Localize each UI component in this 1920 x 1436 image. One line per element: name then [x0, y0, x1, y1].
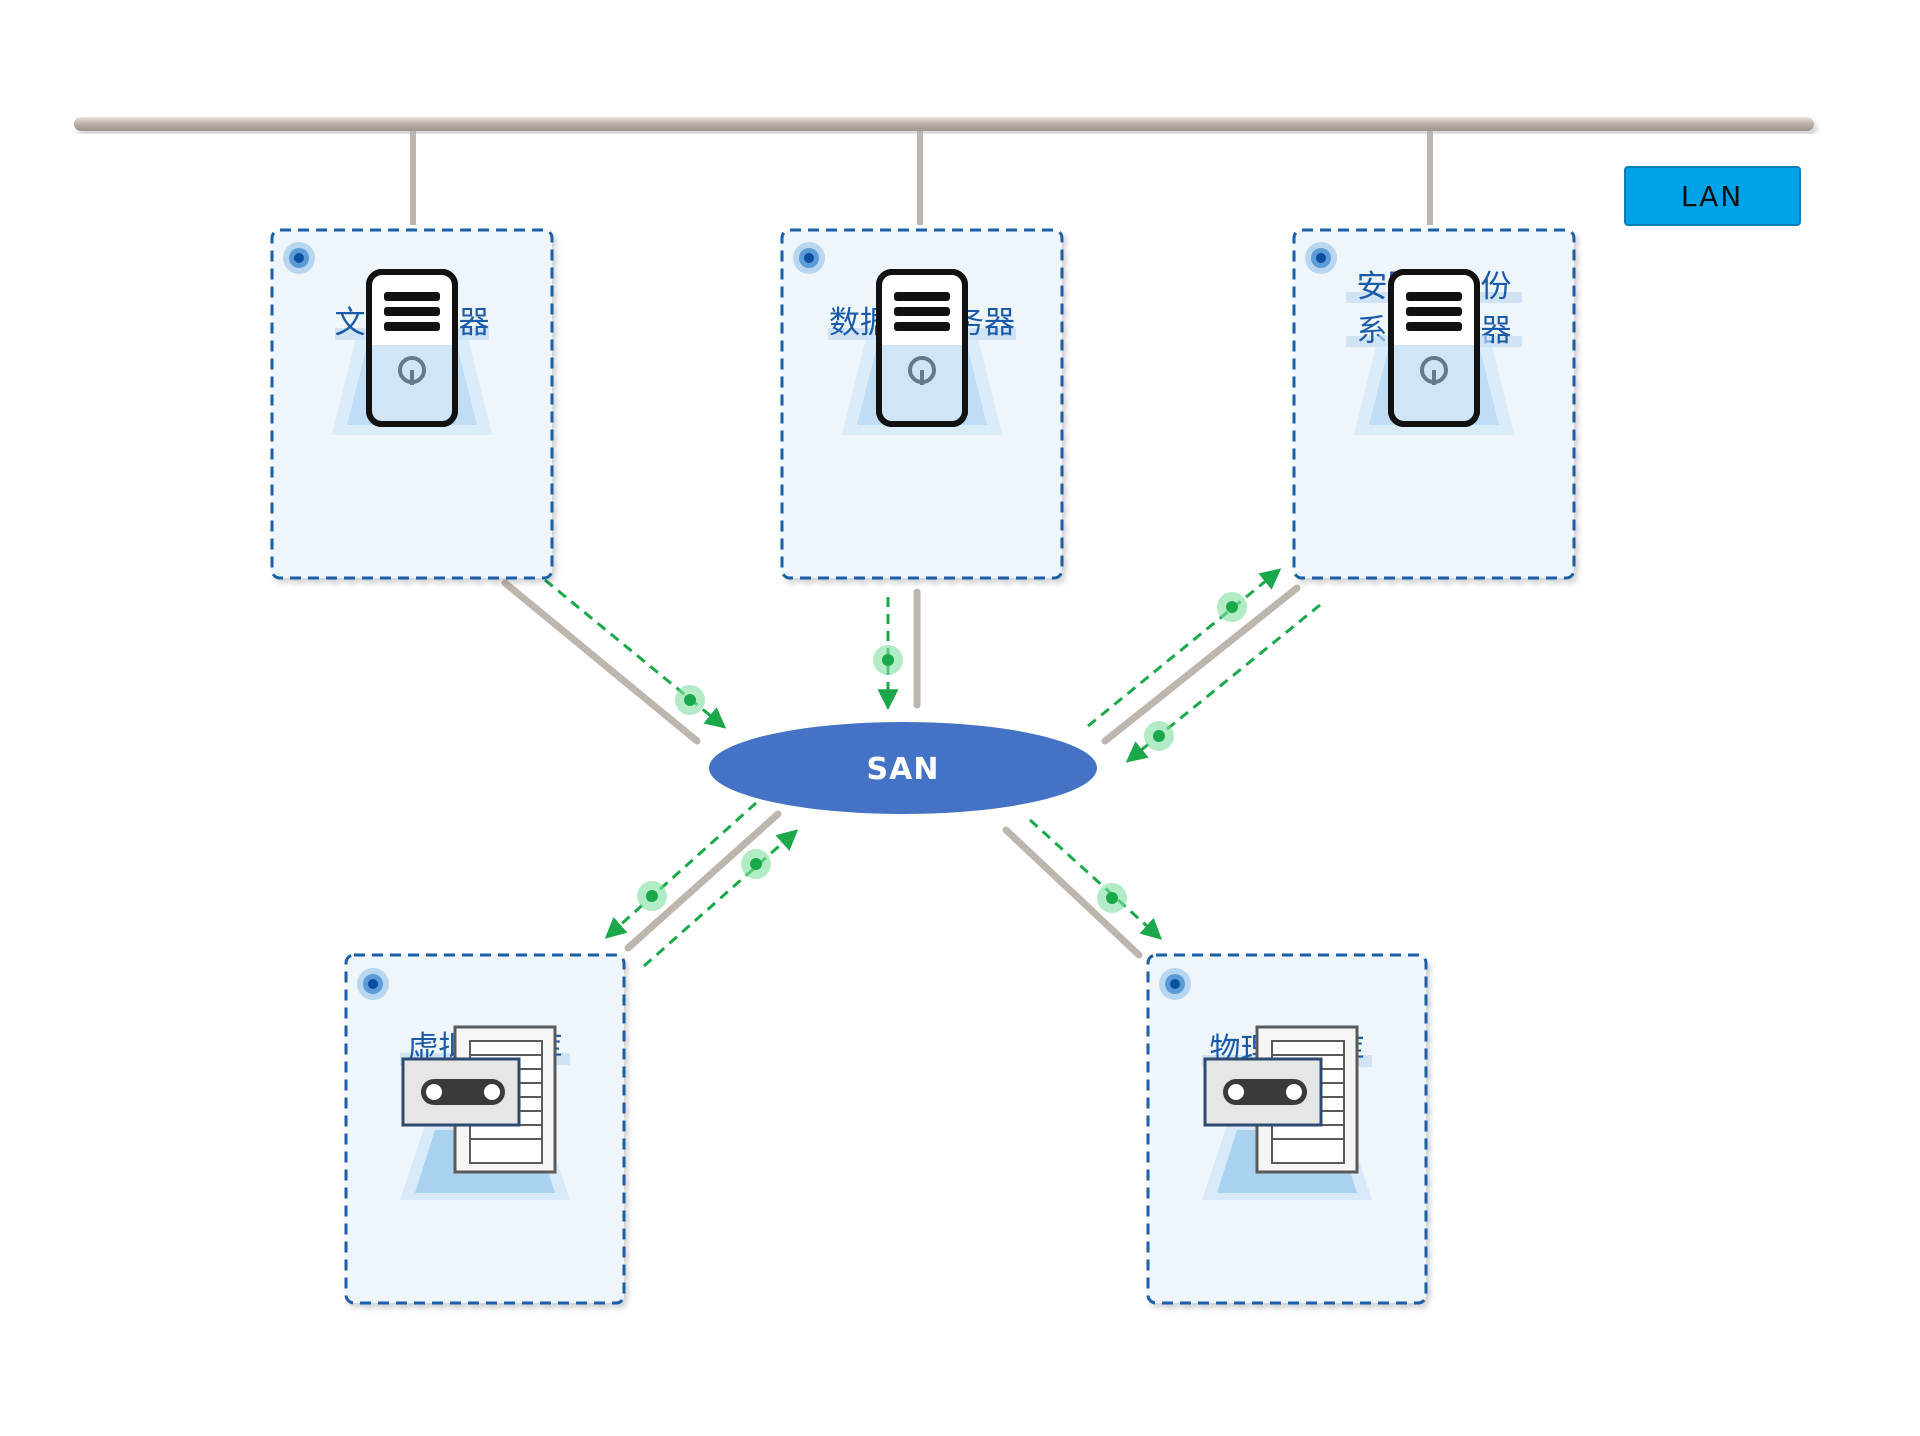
flow-dots: [637, 592, 1247, 913]
node-backup-server[interactable]: 安腾普备份 系统服务器: [1292, 228, 1576, 580]
flow-san-to-physical-tape: [1028, 818, 1163, 940]
flow-dot: [1217, 592, 1247, 622]
link-file-server-san: [501, 579, 701, 745]
node-database-server[interactable]: 数据库服务器: [780, 228, 1064, 580]
lan-label: LAN: [1681, 180, 1743, 213]
flow-dot: [1097, 883, 1127, 913]
flow-dot: [873, 645, 903, 675]
link-san-physical-tape: [1002, 826, 1143, 959]
flow-dot: [637, 881, 667, 911]
status-indicator-icon: [357, 968, 389, 1000]
san-label: SAN: [867, 752, 940, 787]
flow-dot: [1144, 721, 1174, 751]
flow-san-to-virtual-tape: [604, 801, 758, 939]
status-indicator-icon: [1159, 968, 1191, 1000]
node-physical-tape-library[interactable]: 物理磁带库: [1146, 953, 1428, 1305]
flow-san-to-backup-server: [1087, 568, 1282, 728]
san-switch: SAN: [709, 722, 1097, 814]
san-links: [501, 579, 1301, 959]
status-indicator-icon: [793, 242, 825, 274]
lan-badge: LAN: [1624, 166, 1801, 226]
status-indicator-icon: [1305, 242, 1337, 274]
node-file-server[interactable]: 文件服务器: [270, 228, 554, 580]
link-backup-server-san: [1101, 584, 1301, 745]
link-san-virtual-tape: [624, 810, 782, 952]
flow-dot: [741, 849, 771, 879]
flow-dot: [675, 685, 705, 715]
node-virtual-tape-library[interactable]: 虚拟磁带库: [344, 953, 626, 1305]
lan-backbone: [74, 117, 1814, 131]
status-indicator-icon: [283, 242, 315, 274]
